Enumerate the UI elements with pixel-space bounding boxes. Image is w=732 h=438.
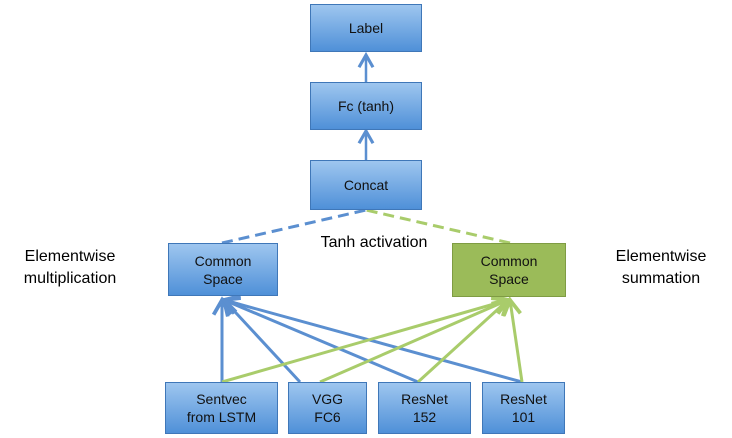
concat-node: Concat	[310, 160, 422, 210]
edge-common-left-to-concat	[221, 208, 367, 245]
resnet101-line2: 101	[511, 409, 536, 425]
edge-resnet101-to-common-left	[220, 293, 523, 384]
annotation-right: Elementwise summation	[590, 246, 732, 290]
resnet101-node: ResNet 101	[482, 382, 565, 434]
sentvec-line2: from LSTM	[186, 409, 257, 425]
common-space-right-line2: Space	[489, 271, 529, 287]
concat-node-text: Concat	[343, 177, 389, 193]
annotation-left: Elementwise multiplication	[0, 246, 140, 290]
edge-sentvec-to-common-right	[221, 294, 512, 384]
label-node: Label	[310, 4, 422, 52]
annotation-left-line1: Elementwise	[24, 248, 116, 265]
edge-vgg-to-common-right	[319, 296, 512, 384]
common-space-left-node: Common Space	[168, 243, 278, 296]
annotation-right-line1: Elementwise	[615, 248, 707, 265]
common-space-right-line1: Common	[480, 253, 538, 269]
annotation-right-line2: summation	[621, 270, 701, 287]
resnet152-line1: ResNet	[401, 391, 448, 407]
sentvec-node: Sentvec from LSTM	[165, 382, 278, 434]
label-node-text: Label	[348, 20, 384, 36]
edge-resnet152-to-common-left	[220, 296, 419, 384]
resnet152-node: ResNet 152	[378, 382, 471, 434]
sentvec-line1: Sentvec	[196, 391, 247, 407]
edge-resnet152-to-common-right	[416, 297, 511, 384]
vgg-node: VGG FC6	[288, 382, 367, 434]
resnet101-line1: ResNet	[500, 391, 547, 407]
common-space-left-line2: Space	[203, 270, 243, 287]
edge-common-right-to-concat	[365, 208, 511, 245]
vgg-line1: VGG	[311, 391, 344, 407]
fc-node: Fc (tanh)	[310, 82, 422, 130]
common-space-left-line1: Common	[194, 252, 252, 269]
annotation-left-line2: multiplication	[23, 270, 117, 287]
common-space-right-node: Common Space	[452, 243, 566, 297]
resnet152-line2: 152	[412, 409, 437, 425]
fc-node-text: Fc (tanh)	[337, 98, 394, 114]
edge-resnet101-to-common-right	[502, 296, 524, 383]
annotation-center: Tanh activation	[320, 234, 428, 251]
vgg-line2: FC6	[314, 409, 341, 425]
